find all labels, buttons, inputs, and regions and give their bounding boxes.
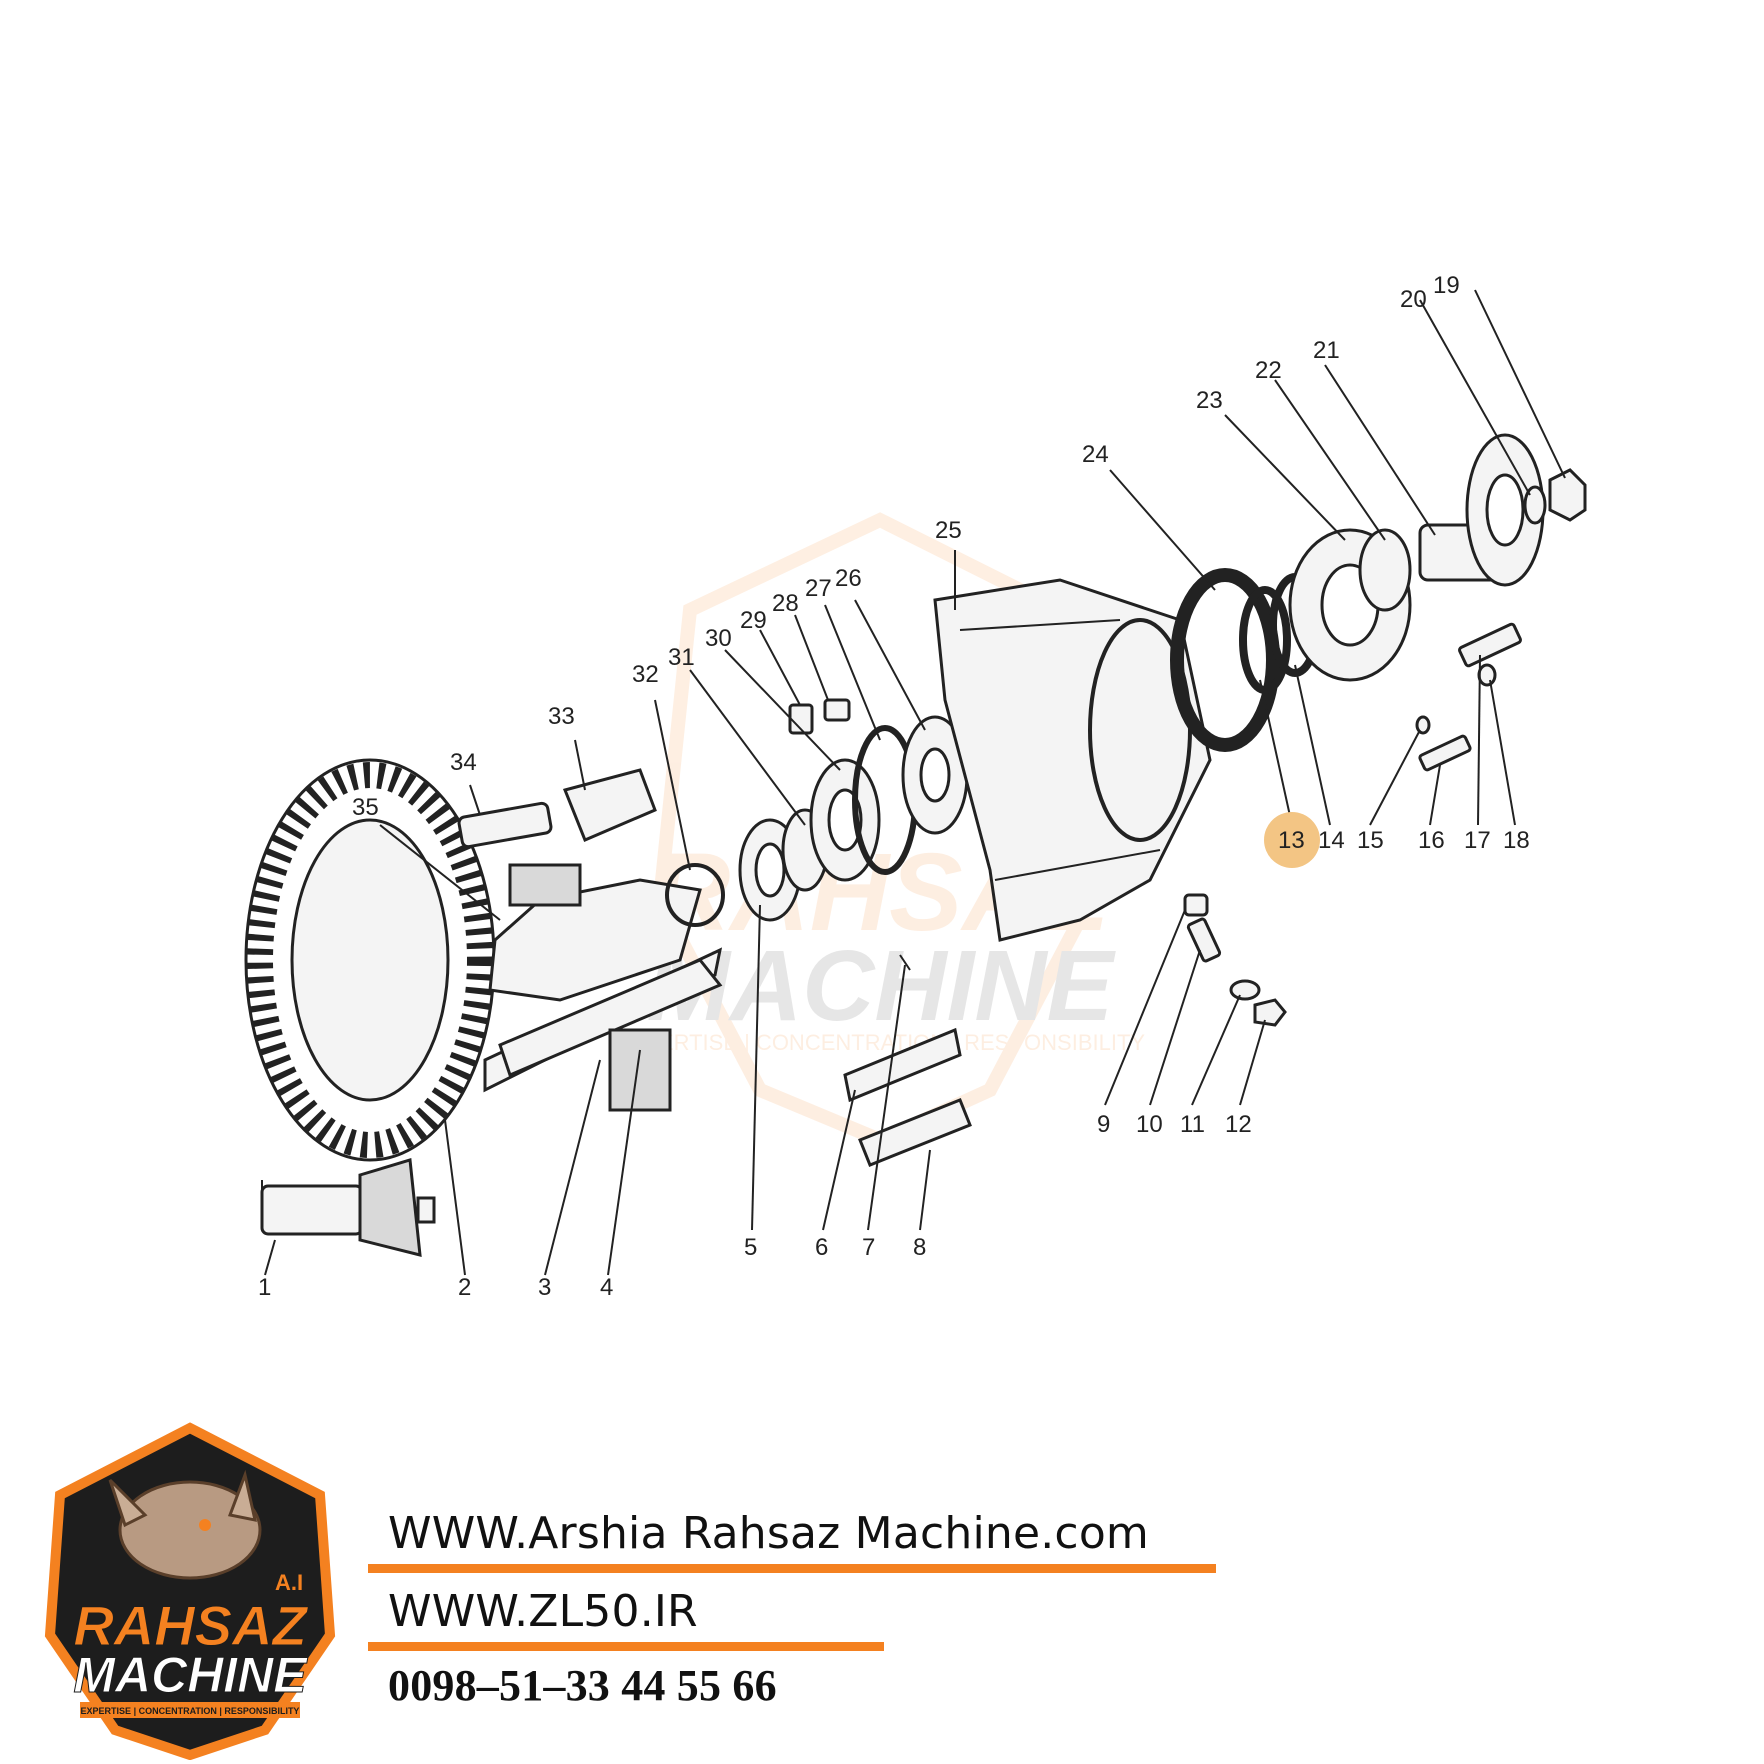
watermark-tagline: EXPERTISE | CONCENTRATION | RESPONSIBILI… — [615, 1030, 1145, 1055]
part-21-flange — [1418, 433, 1545, 587]
callout-9: 9 — [1097, 1111, 1110, 1138]
logo-brand-bottom: MACHINE — [73, 1647, 308, 1703]
part-19-nut — [1548, 468, 1587, 522]
logo-tagline: EXPERTISE | CONCENTRATION | RESPONSIBILI… — [81, 1706, 300, 1716]
divider-2 — [368, 1642, 884, 1651]
callout-13: 13 — [1278, 827, 1305, 854]
part-26-seal — [901, 715, 969, 835]
callout-17: 17 — [1464, 827, 1491, 854]
website-2-text[interactable]: WWW.ZL50.IR — [388, 1586, 698, 1637]
callout-7: 7 — [862, 1234, 875, 1261]
part-32-snap-ring — [665, 863, 725, 927]
part-6-side-gear — [843, 1027, 962, 1103]
callout-15: 15 — [1357, 827, 1384, 854]
callout-4: 4 — [600, 1274, 613, 1301]
callout-labels: 1 2 3 4 5 6 7 8 9 10 11 12 13 14 15 16 1… — [258, 272, 1530, 1301]
callout-23: 23 — [1196, 387, 1223, 414]
callout-26: 26 — [835, 565, 862, 592]
watermark-brand-bottom: MACHINE — [647, 930, 1117, 1042]
callout-5: 5 — [744, 1234, 757, 1261]
callout-28: 28 — [772, 590, 799, 617]
callout-19: 19 — [1433, 272, 1460, 299]
part-11-washer — [1229, 979, 1261, 1001]
website-1-text[interactable]: WWW.Arshia Rahsaz Machine.com — [388, 1508, 1149, 1559]
callout-27: 27 — [805, 575, 832, 602]
callout-34: 34 — [450, 749, 477, 776]
callout-32: 32 — [632, 661, 659, 688]
callout-8: 8 — [913, 1234, 926, 1261]
leader-lines — [264, 289, 1566, 1276]
part-7-pin — [899, 954, 911, 971]
callout-1: 1 — [258, 1274, 271, 1301]
part-15-washer — [1415, 715, 1431, 735]
callout-29: 29 — [740, 607, 767, 634]
phone-text: 0098–51–33 44 55 66 — [388, 1661, 777, 1710]
company-logo: A.I RAHSAZ MACHINE EXPERTISE | CONCENTRA… — [44, 1422, 336, 1760]
callout-21: 21 — [1313, 337, 1340, 364]
part-10-bolt — [1186, 917, 1222, 963]
callout-12: 12 — [1225, 1111, 1252, 1138]
part-22-spacer — [1358, 528, 1412, 612]
logo-brand-top: RAHSAZ — [73, 1594, 308, 1657]
part-13-oil-seal — [1239, 586, 1291, 694]
part-2-ring-gear — [244, 758, 496, 1162]
divider-1 — [368, 1564, 1216, 1573]
callout-3: 3 — [538, 1274, 551, 1301]
logo-initials: A.I — [275, 1570, 303, 1595]
part-20-washer — [1523, 485, 1547, 525]
callout-24: 24 — [1082, 441, 1109, 468]
callout-10: 10 — [1136, 1111, 1163, 1138]
part-18-washer — [1477, 663, 1497, 687]
part-1-pinion-shaft — [260, 1158, 436, 1257]
callout-6: 6 — [815, 1234, 828, 1261]
part-24-gasket — [1170, 568, 1280, 752]
part-12-nut — [1253, 998, 1287, 1027]
callout-30: 30 — [705, 625, 732, 652]
highlight-circle — [1264, 812, 1320, 868]
callout-16: 16 — [1418, 827, 1445, 854]
callout-20: 20 — [1400, 286, 1427, 313]
part-16-bolt — [1418, 734, 1472, 772]
callout-14: 14 — [1318, 827, 1345, 854]
callout-22: 22 — [1255, 357, 1282, 384]
part-17-bolt — [1458, 622, 1522, 668]
callout-25: 25 — [935, 517, 962, 544]
part-8-side-gear — [858, 1098, 972, 1167]
callout-18: 18 — [1503, 827, 1530, 854]
part-3-4-differential-case — [483, 947, 723, 1112]
part-34-pin — [457, 801, 553, 849]
callout-31: 31 — [668, 644, 695, 671]
rhino-head-icon — [108, 1469, 262, 1580]
callout-2: 2 — [458, 1274, 471, 1301]
callout-35: 35 — [352, 794, 379, 821]
part-9-nut — [1183, 893, 1209, 917]
part-33-bracket — [562, 768, 657, 842]
callout-33: 33 — [548, 703, 575, 730]
callout-11: 11 — [1180, 1111, 1205, 1138]
